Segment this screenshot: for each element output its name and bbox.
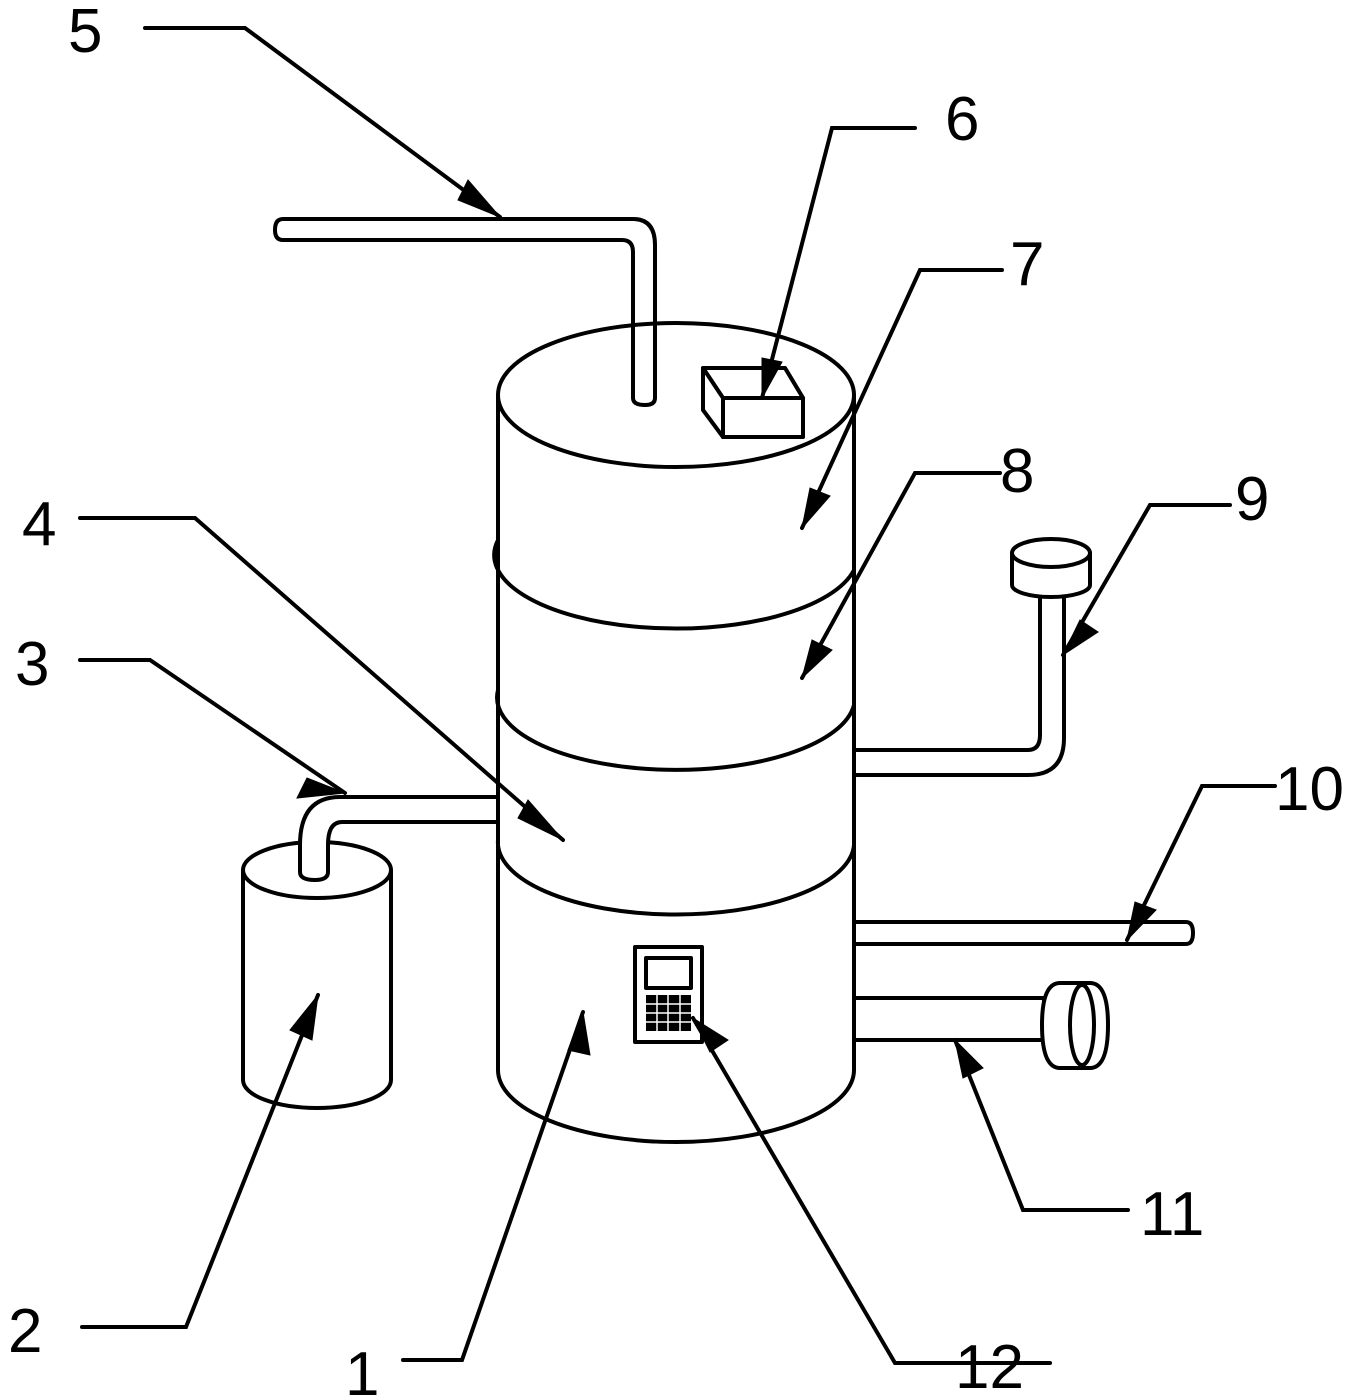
label-3: 3: [15, 630, 49, 699]
leader-11: [953, 1038, 1130, 1212]
arrowhead-6: [761, 357, 783, 400]
leader-1: [401, 1010, 585, 1362]
arrowheads: [289, 179, 1157, 1079]
outlet-pipe: [852, 920, 1195, 946]
arrowhead-11: [954, 1038, 984, 1079]
section-divider-2: [495, 688, 856, 772]
arrowhead-4: [517, 799, 564, 841]
label-10: 10: [1275, 755, 1344, 824]
arrowhead-10: [1126, 901, 1157, 942]
arrowhead-12: [691, 1016, 729, 1053]
pump-assembly: [852, 981, 1110, 1070]
side-container: [241, 840, 393, 1110]
control-panel: [633, 945, 704, 1044]
label-11: 11: [1140, 1180, 1204, 1249]
section-divider-3: [495, 838, 856, 917]
section-divider-1: [492, 538, 856, 631]
label-12: 12: [955, 1333, 1024, 1400]
label-7: 7: [1010, 230, 1044, 299]
label-4: 4: [22, 490, 56, 559]
leader-10: [1125, 784, 1277, 942]
leader-6: [760, 126, 917, 400]
connecting-pipe: [298, 795, 500, 882]
leader-12: [691, 1016, 1052, 1365]
label-2: 2: [8, 1297, 42, 1366]
label-5: 5: [68, 0, 102, 66]
label-9: 9: [1235, 465, 1269, 534]
label-6: 6: [945, 85, 979, 154]
leader-7: [800, 268, 1004, 530]
leader-3: [78, 658, 347, 795]
leader-9: [1061, 503, 1232, 657]
label-8: 8: [1000, 437, 1034, 506]
leader-2: [80, 993, 320, 1329]
leader-8: [800, 471, 1002, 680]
arrowhead-5: [457, 179, 501, 218]
arrowhead-7: [801, 487, 831, 530]
top-box: [701, 366, 805, 439]
inlet-pipe: [273, 217, 657, 407]
label-1: 1: [345, 1340, 379, 1400]
leader-5: [143, 26, 502, 219]
leader-4: [78, 516, 565, 842]
part-labels: 1 2 3 4 5 6 7 8 9 10 11 12: [8, 0, 1344, 1400]
arrowhead-9: [1061, 619, 1099, 657]
arrowhead-2: [289, 993, 319, 1041]
arrowhead-1: [567, 1010, 591, 1056]
gauge-assembly: [852, 537, 1092, 777]
leader-lines: [78, 26, 1277, 1365]
arrowhead-3: [296, 777, 346, 799]
arrowhead-8: [801, 639, 833, 680]
